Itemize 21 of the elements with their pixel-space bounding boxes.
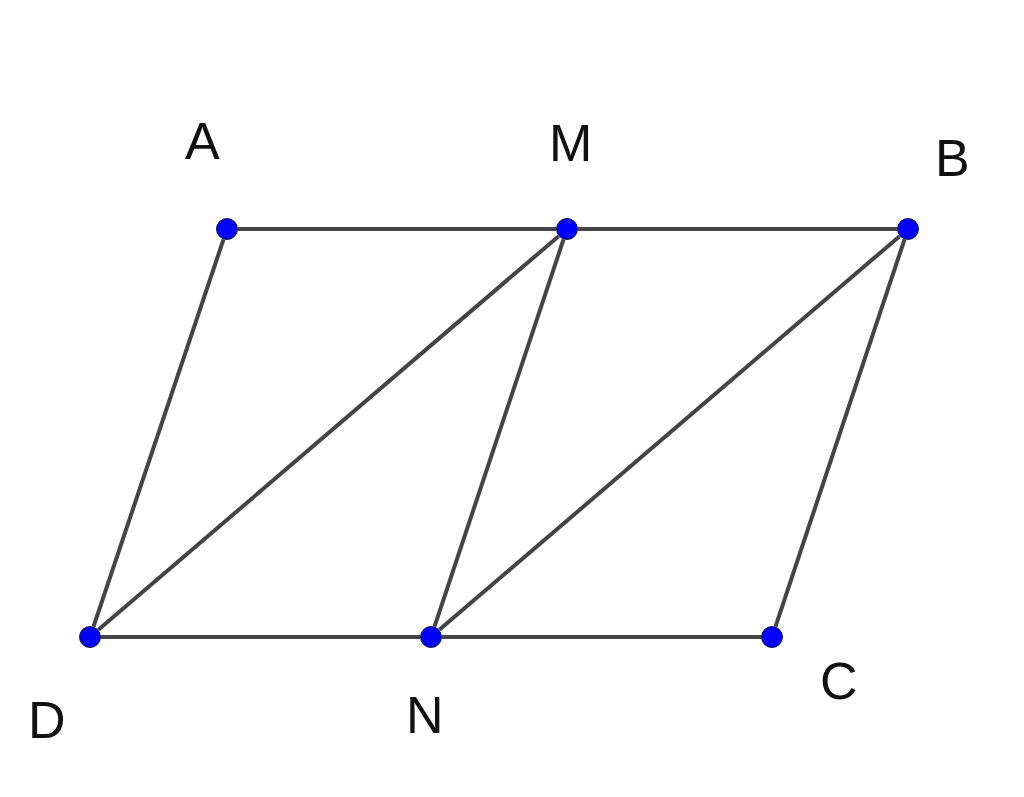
point-label: A — [185, 115, 220, 167]
line-segment — [101, 635, 420, 639]
line-segment — [432, 238, 566, 628]
point-dot — [216, 218, 238, 240]
point-label: C — [820, 655, 858, 707]
point-label: D — [28, 694, 66, 746]
point-label: M — [549, 117, 593, 169]
line-segment — [773, 238, 907, 628]
line-segment — [442, 635, 761, 639]
point-dot — [556, 218, 578, 240]
point-label: B — [935, 132, 970, 184]
point-dot — [420, 626, 442, 648]
line-segment — [438, 234, 901, 632]
line-segment — [97, 234, 560, 632]
point-dot — [79, 626, 101, 648]
point-dot — [897, 218, 919, 240]
line-segment — [578, 227, 897, 231]
line-segment — [91, 238, 226, 628]
line-segment — [238, 227, 556, 231]
point-dot — [761, 626, 783, 648]
point-label: N — [406, 689, 444, 741]
